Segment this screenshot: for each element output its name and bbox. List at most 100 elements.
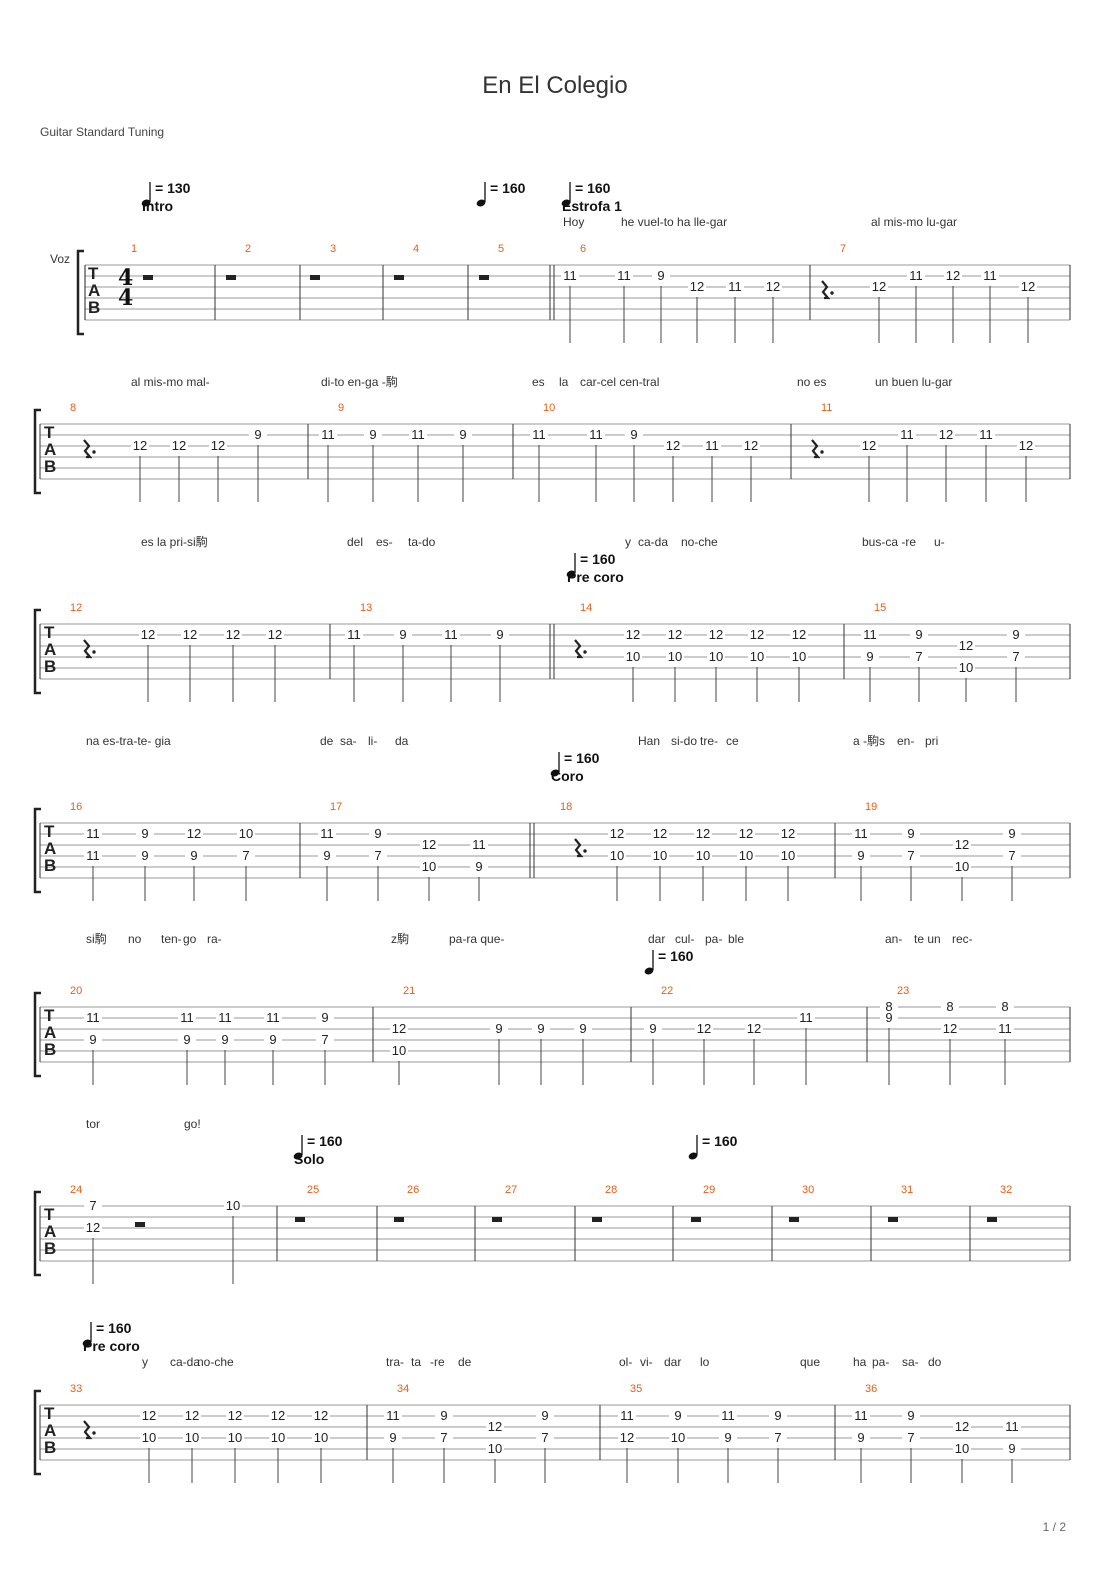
fret-background [861,651,879,664]
fret-number: 12 [653,826,667,841]
fret-number: 12 [1019,438,1033,453]
fret-number: 11 [705,438,719,453]
fret-number: 12 [133,438,147,453]
fret-number: 12 [939,427,953,442]
fret-background [669,1410,687,1423]
fret-number: 7 [907,1430,914,1445]
fret-number: 9 [369,427,376,442]
fret-background [1017,440,1035,453]
fret-number: 10 [422,859,436,874]
rest-symbol [394,1217,404,1222]
lyric-syllable: pa-ra que- [449,932,504,946]
fret-number: 11 [386,1408,400,1423]
fret-number: 12 [1021,279,1035,294]
fret-number: 10 [668,649,682,664]
dot-symbol [92,1431,96,1435]
fret-background [1003,1443,1021,1456]
fret-background [183,1432,201,1445]
measure-number: 4 [413,243,419,255]
fret-number: 11 [320,826,334,841]
fret-background [470,839,488,852]
fret-background [224,1200,242,1213]
measure-number: 22 [661,985,673,997]
section-label: Estrofa 1 [562,198,622,214]
rest-symbol [479,275,489,280]
fret-background [139,629,157,642]
quarter-note-icon [566,570,576,578]
tab-letter-a: A [44,1421,56,1440]
fret-background [937,429,955,442]
tab-letter-t: T [44,423,55,442]
fret-number: 7 [907,848,914,863]
fret-background [977,429,995,442]
fret-number: 11 [86,826,100,841]
measure-number: 34 [397,1383,409,1395]
rest-symbol [987,1217,997,1222]
fret-number: 11 [266,1010,280,1025]
tab-letter-t: T [44,623,55,642]
fret-background [587,429,605,442]
fret-background [394,629,412,642]
fret-background [880,1012,898,1025]
tuning-label: Guitar Standard Tuning [40,125,165,139]
fret-number: 9 [459,427,466,442]
fret-background [764,281,782,294]
measure-number: 16 [70,801,82,813]
fret-background [652,270,670,283]
measure-number: 25 [307,1184,319,1196]
fret-number: 8 [946,999,953,1014]
measure-number: 19 [865,801,877,813]
fret-background [644,1023,662,1036]
time-signature-bottom: 4 [118,285,133,311]
lyric-syllable: dar [664,1355,681,1369]
tab-letter-t: T [44,822,55,841]
fret-background [910,651,928,664]
fret-number: 12 [626,627,640,642]
fret-number: 10 [709,649,723,664]
fret-background [131,440,149,453]
fret-background [319,429,337,442]
lyric-syllable: la [559,375,569,389]
fret-background [318,850,336,863]
tab-letter-t: T [44,1205,55,1224]
measure-number: 28 [605,1184,617,1196]
quarter-rest-symbol [83,439,93,459]
fret-background [390,1045,408,1058]
fret-number: 10 [314,1430,328,1445]
fret-number: 9 [774,1408,781,1423]
score-title: En El Colegio [482,72,628,99]
measure-number: 17 [330,801,342,813]
fret-number: 10 [610,848,624,863]
fret-number: 10 [271,1430,285,1445]
lyric-syllable: es- [376,535,393,549]
measure-number: 23 [897,985,909,997]
lyric-syllable: tre- [700,734,718,748]
measure-number: 31 [901,1184,913,1196]
fret-number: 7 [440,1430,447,1445]
measure-number: 9 [338,402,344,414]
fret-background [779,828,797,841]
fret-number: 9 [141,826,148,841]
fret-background [902,850,920,863]
tab-letter-t: T [44,1006,55,1025]
fret-number: 10 [750,649,764,664]
system-bracket [33,608,41,695]
tab-letter-a: A [44,640,56,659]
section-label: Solo [294,1151,324,1167]
fret-number: 9 [915,627,922,642]
fret-background [608,850,626,863]
fret-number: 12 [228,1408,242,1423]
tempo-marking: = 130 [155,180,191,196]
fret-background [669,1432,687,1445]
fret-background [953,861,971,874]
fret-background [237,850,255,863]
fret-background [953,839,971,852]
section-label: Coro [551,768,584,784]
fret-background [742,440,760,453]
fret-background [737,850,755,863]
measure-number: 3 [330,243,336,255]
measure-number: 1 [131,243,137,255]
lyric-syllable: do [928,1355,942,1369]
fret-number: 12 [955,837,969,852]
